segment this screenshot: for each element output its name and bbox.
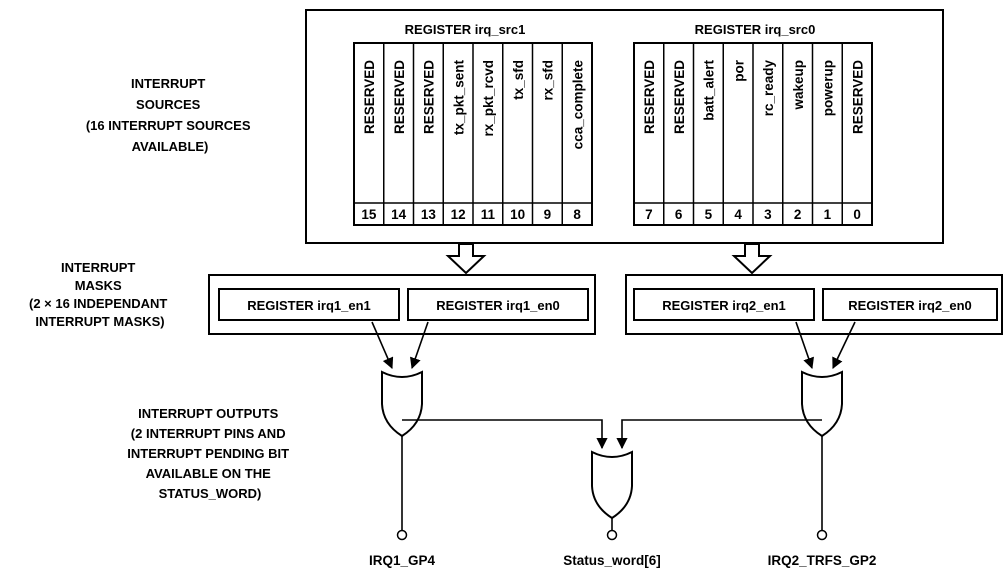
down-arrow: [731, 243, 773, 275]
register-irq1-en1: [218, 288, 400, 321]
bit-number: 1: [824, 207, 832, 222]
mask-arrow: [832, 321, 856, 370]
pin-circle: [606, 529, 618, 541]
bit-label: RESERVED: [642, 60, 657, 134]
bit-number: 0: [853, 207, 861, 222]
pin-label-irq1: IRQ1_GP4: [369, 553, 436, 568]
pin-label-status: Status_word[6]: [563, 553, 661, 568]
bit-label: rx_pkt_rcvd: [481, 60, 496, 137]
bit-label: powerup: [821, 60, 836, 116]
register-irq-src1: RESERVED RESERVED RESERVED tx_pkt_sent r…: [353, 42, 593, 226]
bit-label: cca_complete: [570, 60, 585, 150]
masks-label: INTERRUPT MASKS (2 × 16 INDEPENDANT INTE…: [29, 260, 171, 329]
outputs-label: INTERRUPT OUTPUTS (2 INTERRUPT PINS AND …: [127, 406, 292, 501]
bit-label: RESERVED: [672, 60, 687, 134]
register-title-irq-src0: REGISTER irq_src0: [695, 22, 816, 37]
register-irq1-en0: [407, 288, 589, 321]
bit-label: RESERVED: [362, 60, 377, 134]
register-irq-src0: RESERVED RESERVED batt_alert por rc_read…: [633, 42, 873, 226]
bit-number: 4: [734, 207, 742, 222]
bit-label: wakeup: [791, 60, 806, 111]
bit-number: 12: [451, 207, 466, 222]
bit-number: 10: [510, 207, 525, 222]
mask-arrow: [410, 321, 429, 370]
bit-number: 7: [645, 207, 653, 222]
bit-number: 3: [764, 207, 772, 222]
mask-arrow: [795, 321, 814, 370]
bit-label: batt_alert: [702, 60, 717, 121]
pin-circle: [816, 529, 828, 541]
register-irq2-en0: [822, 288, 998, 321]
pending-wire: [616, 419, 822, 450]
bit-label: rc_ready: [761, 60, 776, 117]
register-label: REGISTER irq2_en1: [662, 298, 786, 313]
or-gate-status: [591, 450, 633, 520]
bit-number: 9: [544, 207, 552, 222]
bit-number: 14: [391, 207, 407, 222]
register-label: REGISTER irq1_en0: [436, 298, 560, 313]
sources-label: INTERRUPT SOURCES (16 INTERRUPT SOURCES …: [86, 76, 254, 154]
pin-circle: [396, 529, 408, 541]
bit-label: RESERVED: [422, 60, 437, 134]
bit-number: 2: [794, 207, 802, 222]
bit-label: RESERVED: [850, 60, 865, 134]
bit-label: tx_pkt_sent: [451, 59, 466, 135]
down-arrow: [445, 243, 487, 275]
register-irq2-en1: [633, 288, 815, 321]
bit-number: 8: [573, 207, 581, 222]
register-label: REGISTER irq1_en1: [247, 298, 371, 313]
pending-wire: [402, 419, 608, 450]
bit-number: 11: [481, 207, 496, 222]
or-gate-irq1: [381, 370, 423, 438]
bit-label: por: [731, 59, 746, 81]
bit-label: rx_sfd: [541, 60, 556, 101]
bit-number: 13: [421, 207, 437, 222]
register-title-irq-src1: REGISTER irq_src1: [405, 22, 526, 37]
pin-label-irq2: IRQ2_TRFS_GP2: [768, 553, 877, 568]
bit-number: 5: [705, 207, 713, 222]
register-label: REGISTER irq2_en0: [848, 298, 972, 313]
bit-label: tx_sfd: [511, 60, 526, 100]
bit-number: 6: [675, 207, 683, 222]
bit-number: 15: [361, 207, 377, 222]
mask-arrow: [371, 321, 394, 370]
or-gate-irq2: [801, 370, 843, 438]
bit-label: RESERVED: [392, 60, 407, 134]
